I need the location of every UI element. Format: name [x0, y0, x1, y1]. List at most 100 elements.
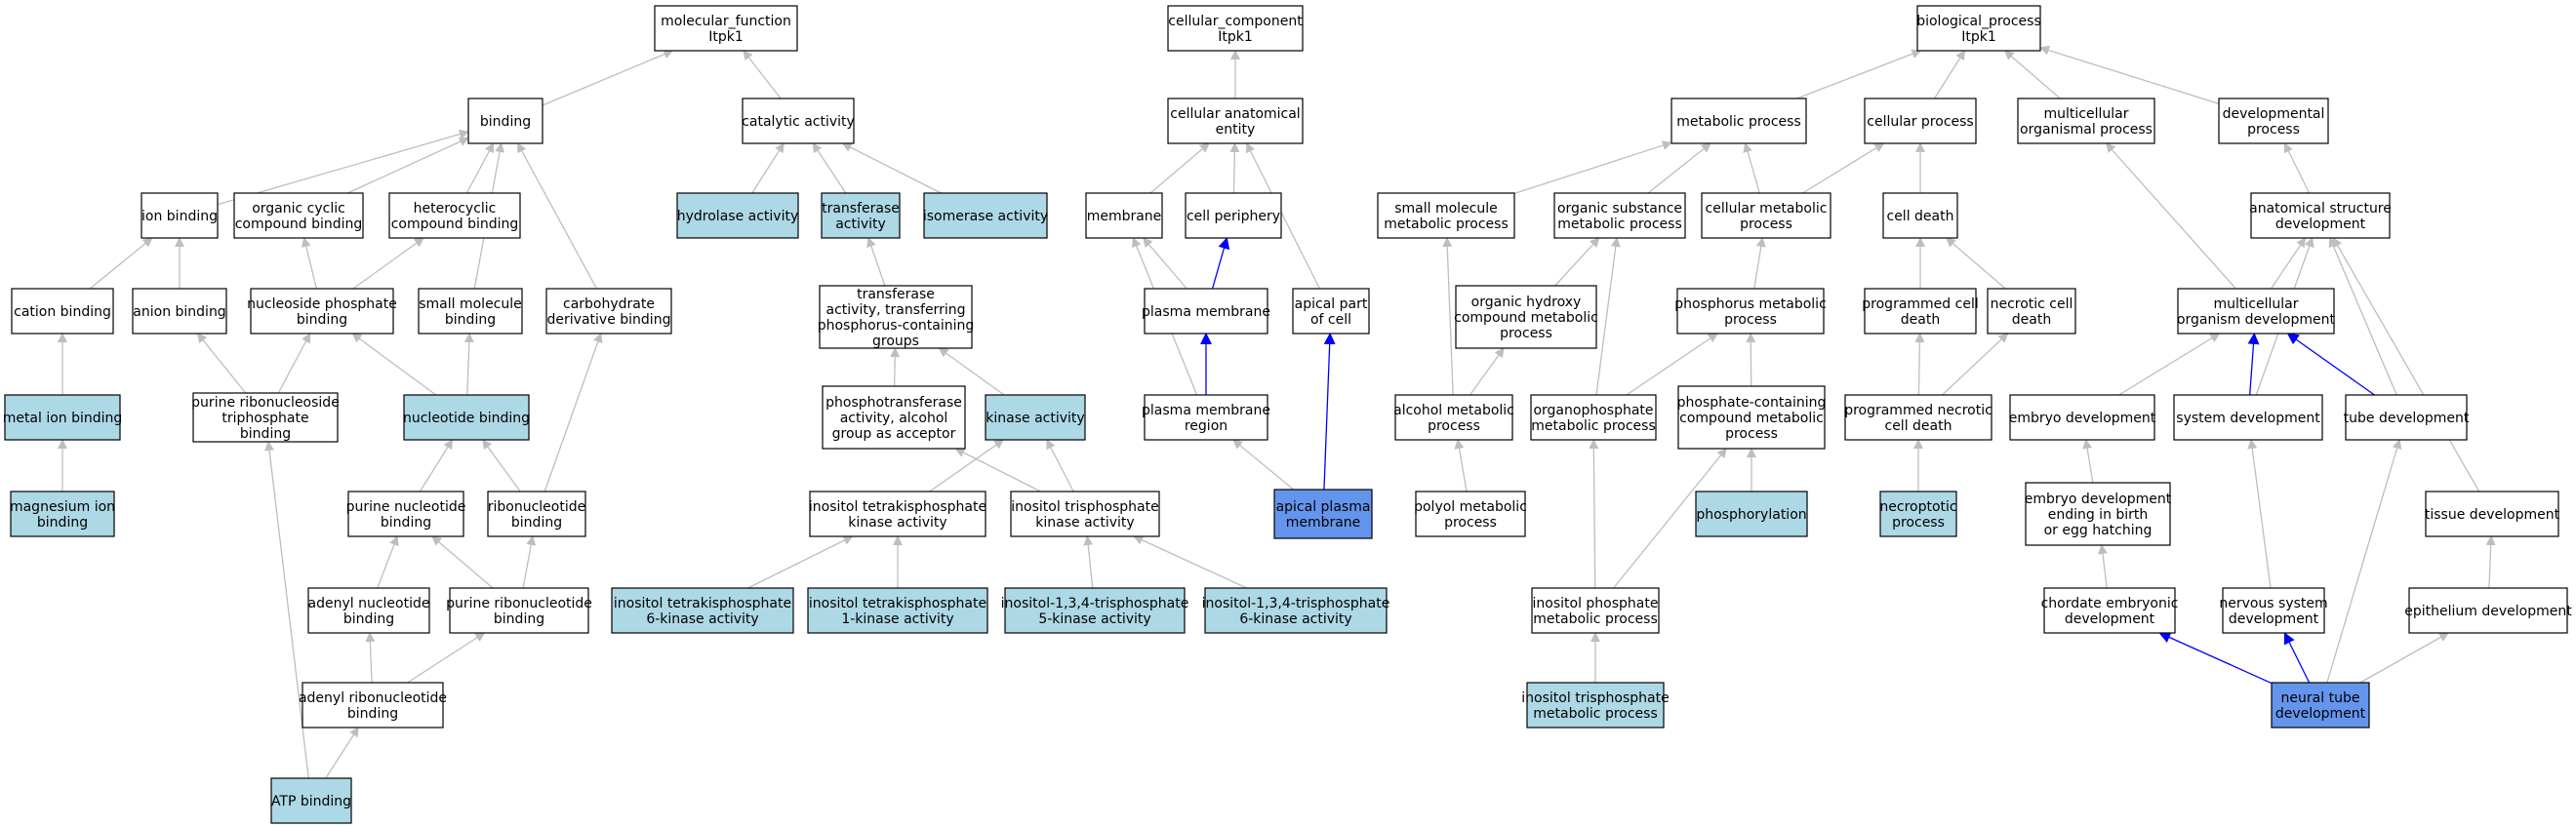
node-label-line: group as acceptor — [832, 426, 956, 442]
node-phosphorylation[interactable]: phosphorylation — [1695, 491, 1808, 537]
node-label-line: activity, alcohol — [840, 411, 948, 426]
node-label-line: binding — [347, 706, 398, 722]
node-kinase[interactable]: kinase activity — [985, 394, 1086, 441]
edge-metabolic-to-bp — [1796, 49, 1922, 99]
node-plasmamem[interactable]: plasma membrane — [1142, 288, 1270, 335]
node-label-line: tube development — [2344, 411, 2470, 426]
node-box — [819, 285, 973, 349]
node-atp[interactable]: ATP binding — [270, 777, 352, 824]
node-label-line: cell periphery — [1187, 209, 1280, 224]
node-celldeath[interactable]: cell death — [1882, 192, 1958, 239]
node-label-line: binding — [343, 611, 394, 627]
node-label-line: isomerase activity — [923, 209, 1048, 224]
node-box — [1531, 587, 1660, 634]
node-label-line: cellular metabolic — [1706, 201, 1828, 217]
edge-chordate-to-embbirth — [2097, 544, 2108, 589]
node-label-line: programmed cell — [1862, 296, 1978, 312]
node-isomerase[interactable]: isomerase activity — [923, 192, 1048, 239]
node-metabolic[interactable]: metabolic process — [1670, 98, 1807, 144]
node-label-line: plasma membrane — [1142, 304, 1270, 320]
node-label-line: nervous system — [2219, 596, 2327, 611]
node-box — [11, 288, 114, 335]
node-metalion[interactable]: metal ion binding — [3, 394, 123, 441]
node-cellperiph[interactable]: cell periphery — [1185, 192, 1282, 239]
node-membrane[interactable]: membrane — [1085, 192, 1163, 239]
edge-sysdev-to-mod — [2247, 333, 2260, 396]
node-label-line: binding — [240, 426, 291, 442]
node-label-line: purine nucleotide — [346, 499, 466, 515]
node-tubedev[interactable]: tube development — [2344, 394, 2470, 441]
node-label-line: phosphorylation — [1696, 507, 1806, 523]
node-embdev[interactable]: embryo development — [2009, 394, 2156, 441]
node-tissuedev[interactable]: tissue development — [2425, 491, 2560, 537]
node-box — [2345, 394, 2468, 441]
node-epidev[interactable]: epithelium development — [2404, 587, 2572, 634]
node-sysdev[interactable]: system development — [2173, 394, 2323, 441]
node-box — [1144, 394, 1268, 441]
node-label-line: organic substance — [1557, 201, 1682, 217]
node-cellular[interactable]: cellular process — [1864, 98, 1977, 144]
node-label-line: kinase activity — [986, 411, 1084, 426]
node-binding[interactable]: binding — [467, 98, 543, 144]
node-nucbind[interactable]: nucleotide binding — [403, 394, 530, 441]
node-hydrolase[interactable]: hydrolase activity — [676, 192, 799, 239]
node-catalytic[interactable]: catalytic activity — [742, 98, 855, 144]
node-anionbind[interactable]: anion binding — [132, 288, 227, 335]
node-label-line: small molecule — [1394, 201, 1498, 217]
node-cationbind[interactable]: cation binding — [11, 288, 114, 335]
edge-purnucbind-to-nucbind — [419, 439, 454, 492]
node-ionbind[interactable]: ion binding — [141, 192, 219, 239]
